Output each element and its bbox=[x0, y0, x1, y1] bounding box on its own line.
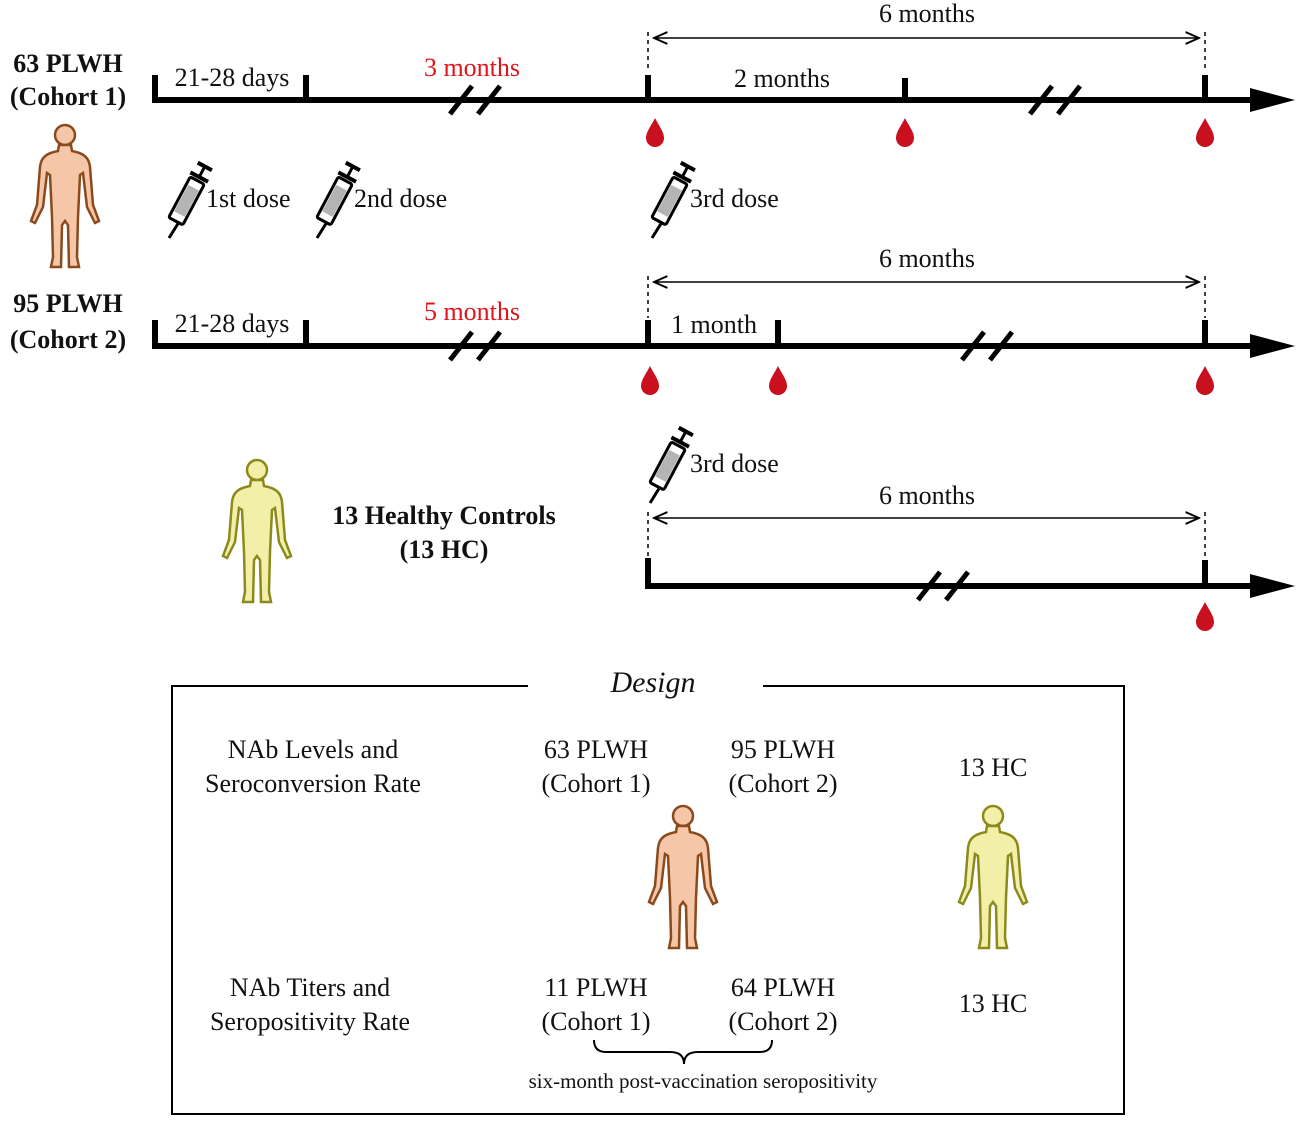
hc-span: 6 months bbox=[879, 481, 975, 510]
design-row2-hc: 13 HC bbox=[959, 989, 1028, 1018]
design-row1-hc: 13 HC bbox=[959, 753, 1028, 782]
design-row1-label-2: Seroconversion Rate bbox=[205, 769, 421, 798]
design-row1-label-1: NAb Levels and bbox=[228, 735, 398, 764]
person-figure-icon bbox=[647, 804, 719, 950]
design-row2-c1-1: 11 PLWH bbox=[544, 973, 647, 1002]
cohort2-interval1: 21-28 days bbox=[175, 309, 290, 338]
cohort2-timeline bbox=[152, 320, 1295, 358]
cohort1-name: 63 PLWH bbox=[13, 49, 123, 78]
blood-drop-icon bbox=[896, 118, 914, 147]
cohort2-sub: (Cohort 2) bbox=[10, 325, 126, 354]
syringe-icon bbox=[649, 160, 697, 240]
blood-drop-icon bbox=[1196, 366, 1214, 395]
design-row1-c1-1: 63 PLWH bbox=[544, 735, 648, 764]
brace-icon bbox=[593, 1039, 773, 1065]
cohort1-span: 6 months bbox=[879, 0, 975, 28]
cohort1-interval3: 2 months bbox=[734, 64, 830, 93]
blood-drop-icon bbox=[769, 366, 787, 395]
design-brace-note: six-month post-vaccination seropositivit… bbox=[529, 1069, 878, 1093]
blood-drop-icon bbox=[641, 366, 659, 395]
hc-dose-label: 3rd dose bbox=[690, 449, 779, 478]
hc-sub: (13 HC) bbox=[400, 535, 489, 564]
person-figure-icon bbox=[221, 458, 293, 604]
dose3-label: 3rd dose bbox=[690, 184, 779, 213]
person-figure-icon bbox=[957, 804, 1029, 950]
hc-name: 13 Healthy Controls bbox=[332, 501, 555, 530]
blood-drop-icon bbox=[1196, 602, 1214, 631]
dose2-label: 2nd dose bbox=[354, 184, 447, 213]
cohort1-sub: (Cohort 1) bbox=[10, 82, 126, 111]
blood-drop-icon bbox=[646, 118, 664, 147]
cohort1-interval2: 3 months bbox=[424, 53, 520, 82]
cohort2-span: 6 months bbox=[879, 244, 975, 273]
design-row2-c2-2: (Cohort 2) bbox=[728, 1007, 837, 1036]
design-row1-c2-2: (Cohort 2) bbox=[728, 769, 837, 798]
cohort2-name: 95 PLWH bbox=[13, 289, 123, 318]
blood-drop-icon bbox=[1196, 118, 1214, 147]
design-title: Design bbox=[610, 666, 696, 699]
design-row2-c1-2: (Cohort 1) bbox=[541, 1007, 650, 1036]
design-box bbox=[171, 685, 1125, 1115]
cohort1-timeline bbox=[152, 75, 1295, 112]
design-row2-c2-1: 64 PLWH bbox=[731, 973, 835, 1002]
dose1-label: 1st dose bbox=[206, 184, 291, 213]
design-row2-label-2: Seropositivity Rate bbox=[210, 1007, 410, 1036]
hc-timeline bbox=[645, 558, 1295, 598]
design-row1-c2-1: 95 PLWH bbox=[731, 735, 835, 764]
design-row1-c1-2: (Cohort 1) bbox=[541, 769, 650, 798]
syringe-icon bbox=[647, 425, 695, 505]
design-row2-label-1: NAb Titers and bbox=[230, 973, 390, 1002]
cohort1-interval1: 21-28 days bbox=[175, 63, 290, 92]
cohort2-interval3: 1 month bbox=[671, 310, 757, 339]
cohort2-interval2: 5 months bbox=[424, 297, 520, 326]
person-figure-icon bbox=[29, 123, 101, 269]
